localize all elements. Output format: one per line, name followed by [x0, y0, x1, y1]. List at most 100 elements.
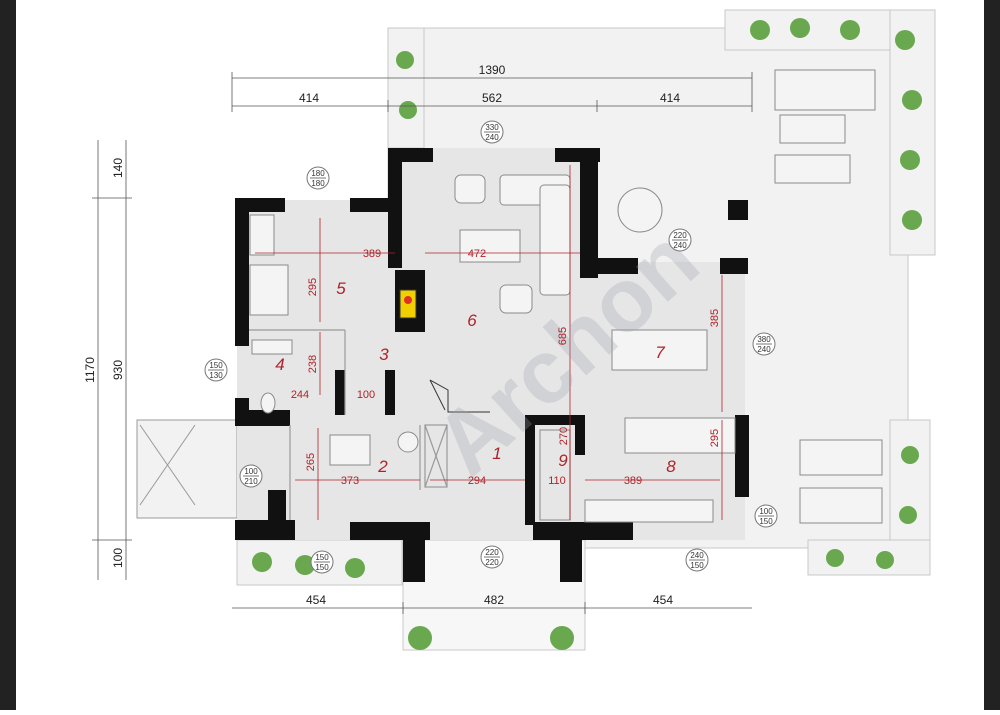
opening-badge-9: 220 220 [480, 545, 504, 569]
svg-text:180: 180 [311, 169, 325, 178]
stair-run [429, 379, 490, 413]
plant-icon [295, 555, 315, 575]
wall-north-living-a [388, 148, 433, 162]
plants [252, 18, 922, 650]
room-number-9: 9 [558, 451, 568, 470]
plant-icon [895, 30, 915, 50]
room-2-depth: 265 [305, 453, 317, 471]
room-number-6: 6 [467, 311, 477, 330]
opening-badge-2: 180 180 [306, 166, 330, 190]
wall-east-kitchen [735, 415, 749, 497]
room-6-width: 472 [468, 248, 486, 260]
plant-icon [550, 626, 574, 650]
opening-badge-6: 100 210 [239, 464, 263, 488]
svg-text:100: 100 [244, 467, 258, 476]
toilet [260, 392, 276, 414]
dimension-lines [92, 72, 753, 614]
dim-bottom-middle: 482 [484, 593, 504, 607]
svg-text:180: 180 [311, 179, 325, 188]
dim-top-middle: 562 [482, 91, 502, 105]
stair-arrow [429, 379, 446, 411]
room-9-depth: 270 [558, 427, 570, 445]
dim-left-bottom: 100 [111, 548, 125, 568]
svg-text:330: 330 [485, 123, 499, 132]
wall-pantry-east [575, 415, 585, 455]
plant-icon [902, 210, 922, 230]
room-number-2: 2 [377, 457, 388, 476]
plant-icon [399, 101, 417, 119]
wall-storage [385, 370, 395, 415]
wall-north-5a [235, 198, 285, 212]
wall-south-mid [350, 522, 430, 540]
opening-badge-1: 330 240 [480, 120, 504, 144]
dim-left-inner: 930 [111, 360, 125, 380]
armchair-2 [499, 284, 533, 314]
room-1-width: 294 [468, 475, 486, 487]
svg-text:240: 240 [757, 345, 771, 354]
svg-text:240: 240 [673, 241, 687, 250]
dining-table [611, 329, 708, 371]
dim-left-total: 1170 [83, 357, 97, 383]
opening-badge-8: 150 150 [310, 550, 334, 574]
dim-top-total: 1390 [479, 63, 506, 77]
room-number-3: 3 [379, 345, 389, 364]
bath-sink [251, 339, 293, 355]
svg-text:150: 150 [315, 553, 329, 562]
washer [397, 431, 419, 453]
room-5-depth: 295 [307, 278, 319, 296]
opening-badge-4: 150 130 [204, 358, 228, 382]
round-table [617, 187, 663, 233]
plant-icon [900, 150, 920, 170]
wall-pantry-west [525, 415, 535, 525]
wall-north-5b [350, 198, 400, 212]
column [728, 200, 748, 220]
room-4-width: 244 [291, 389, 309, 401]
right-black-bar [984, 0, 1000, 710]
armchair [454, 174, 486, 204]
wall-south-east [533, 522, 633, 540]
wall-wc-divider [335, 370, 345, 415]
svg-text:130: 130 [209, 371, 223, 380]
room-2-width: 373 [341, 475, 359, 487]
lounger-1 [799, 439, 883, 476]
svg-text:240: 240 [485, 133, 499, 142]
room-3-width: 100 [357, 389, 375, 401]
svg-text:100: 100 [759, 507, 773, 516]
wall-garage-return [268, 490, 286, 535]
wall-dining-pillar [580, 148, 598, 278]
room-dimension-lines [255, 165, 723, 520]
plant-icon [790, 18, 810, 38]
dim-left-top: 140 [111, 158, 125, 178]
wall-dining-north [580, 258, 638, 274]
dim-bottom-right: 454 [653, 593, 673, 607]
room-number-8: 8 [666, 457, 676, 476]
plant-icon [750, 20, 770, 40]
svg-text:240: 240 [690, 551, 704, 560]
svg-text:220: 220 [485, 558, 499, 567]
kitchen-island [624, 417, 736, 454]
wardrobe-x2 [424, 424, 448, 488]
laundry-unit [329, 434, 371, 466]
opening-badge-10: 240 150 [685, 548, 709, 572]
plant-icon [252, 552, 272, 572]
bed [249, 264, 289, 316]
plant-icon [396, 51, 414, 69]
room-4-depth: 238 [307, 355, 319, 373]
kitchen-counter [584, 499, 714, 523]
svg-text:210: 210 [244, 477, 258, 486]
plant-icon [876, 551, 894, 569]
left-black-bar [0, 0, 16, 710]
room-number-1: 1 [492, 444, 501, 463]
lounger-2 [799, 487, 883, 524]
dim-bottom-left: 454 [306, 593, 326, 607]
svg-text:220: 220 [485, 548, 499, 557]
left-top-planter [387, 27, 425, 149]
wardrobe [424, 424, 448, 488]
wall-west-upper [235, 198, 249, 338]
walls [235, 148, 749, 582]
room-8-width: 389 [624, 475, 642, 487]
